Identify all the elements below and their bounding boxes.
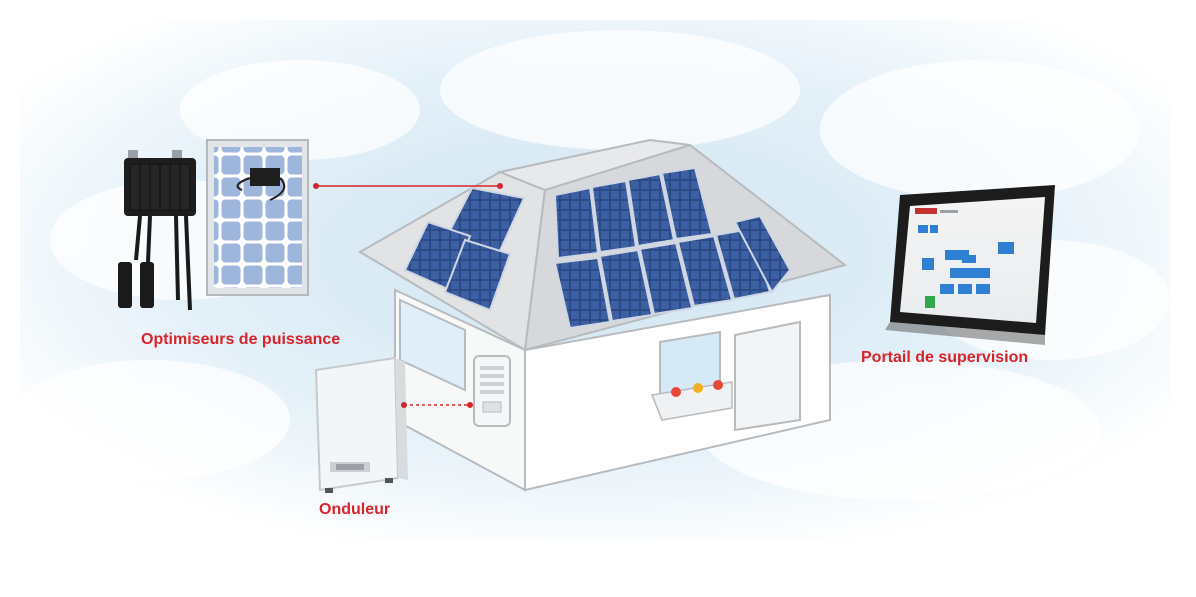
wall-unit-icon (473, 355, 511, 427)
roof-panel (626, 172, 676, 248)
roof-panel (598, 248, 654, 323)
roof-panels-front (553, 166, 792, 330)
connector-optimizer (313, 183, 503, 189)
connector-inverter (401, 402, 473, 408)
house-door (734, 320, 801, 432)
roof-panel (733, 214, 792, 294)
flower (693, 383, 703, 393)
roof-panel (553, 256, 612, 330)
roof-panel (660, 166, 714, 241)
flower-box (650, 381, 733, 421)
roof-panel (553, 186, 600, 260)
screen-widgets (918, 225, 1014, 294)
monitor-icon (885, 185, 1055, 345)
house-left-window (399, 298, 466, 392)
roof-panel (676, 234, 734, 308)
roof-panels-left (403, 186, 526, 312)
inverter-icon (314, 356, 408, 493)
solar-panel-icon (206, 139, 309, 296)
roof-panel (590, 179, 638, 254)
flower (713, 380, 723, 390)
label-inverter: Onduleur (319, 501, 391, 518)
roof-ridge (496, 138, 691, 192)
power-optimizer-icon (118, 150, 196, 311)
label-portal: Portail de supervision (861, 349, 1029, 366)
flower (671, 387, 681, 397)
roof-panel (638, 241, 694, 316)
roof-panel (443, 238, 512, 312)
label-optimizers: Optimiseurs de puissance (141, 331, 341, 348)
